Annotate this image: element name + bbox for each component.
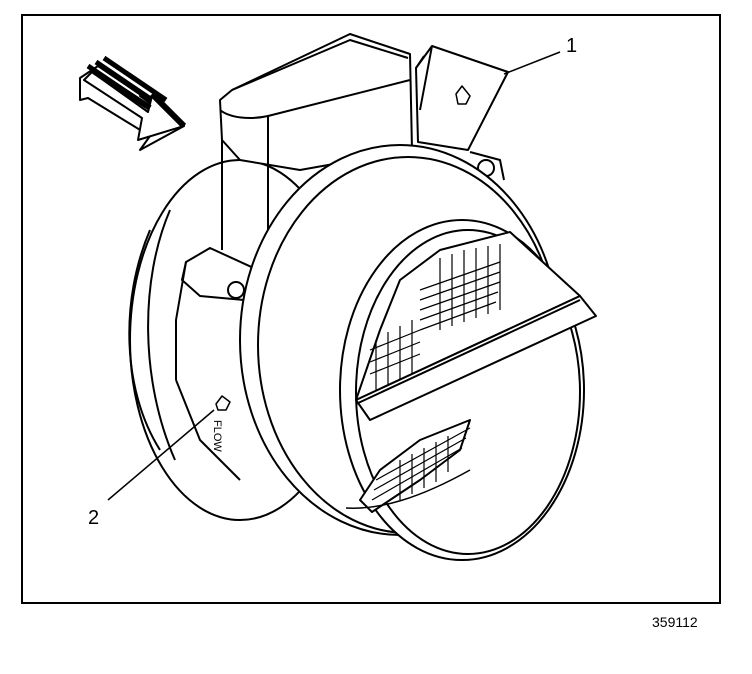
figure-number: 359112 [652, 614, 698, 630]
flow-direction-marking: FLOW [211, 395, 231, 452]
callout-1: 1 [566, 35, 578, 57]
flow-label: FLOW [211, 420, 223, 452]
sensor-screen-and-divider [345, 231, 597, 513]
callout-2-leader [107, 409, 215, 501]
airflow-direction-arrow-icon [79, 55, 187, 151]
connector-lock-icon [455, 85, 471, 105]
callout-leader-lines [107, 51, 561, 501]
callout-2: 2 [88, 507, 100, 529]
callout-1-leader [503, 51, 561, 75]
